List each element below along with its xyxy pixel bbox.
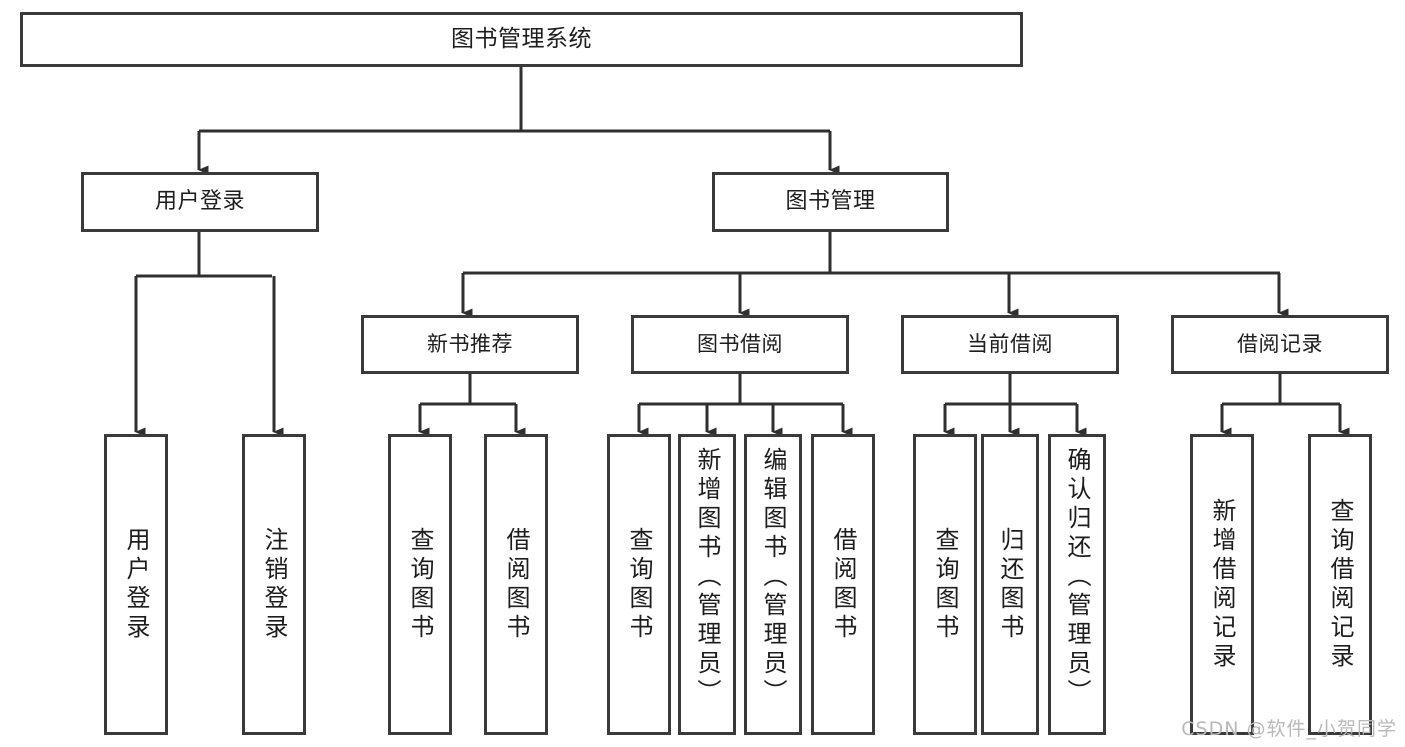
node-new-book-rec[interactable]: 新书推荐: [361, 315, 579, 374]
node-book-manage-label: 图书管理: [785, 189, 876, 215]
node-root[interactable]: 图书管理系统: [20, 12, 1023, 67]
node-leaf-query-book-2-label: 查询图书: [625, 526, 653, 643]
node-leaf-borrow-book-1-label: 借阅图书: [502, 526, 530, 643]
node-leaf-add-book[interactable]: 新增图书（管理员）: [678, 434, 736, 735]
node-current-borrow-label: 当前借阅: [967, 332, 1053, 357]
node-leaf-query-book-3[interactable]: 查询图书: [913, 434, 977, 735]
node-book-manage[interactable]: 图书管理: [712, 172, 949, 232]
node-leaf-confirm-return-label: 确认归还（管理员）: [1063, 447, 1091, 708]
node-leaf-query-book-2[interactable]: 查询图书: [607, 434, 671, 735]
node-book-borrow-label: 图书借阅: [697, 332, 783, 357]
node-root-label: 图书管理系统: [451, 26, 592, 53]
node-leaf-add-record[interactable]: 新增借阅记录: [1190, 434, 1254, 735]
node-leaf-query-record-label: 查询借阅记录: [1326, 497, 1354, 672]
node-leaf-borrow-book-2[interactable]: 借阅图书: [811, 434, 875, 735]
node-leaf-add-record-label: 新增借阅记录: [1208, 497, 1236, 672]
node-leaf-query-book-3-label: 查询图书: [931, 526, 959, 643]
node-leaf-confirm-return[interactable]: 确认归还（管理员）: [1048, 434, 1106, 735]
node-leaf-return-book[interactable]: 归还图书: [981, 434, 1039, 735]
node-leaf-query-book-1[interactable]: 查询图书: [388, 434, 452, 735]
watermark-text: CSDN @软件_小贺同学: [1181, 718, 1397, 740]
node-borrow-record[interactable]: 借阅记录: [1171, 315, 1389, 374]
node-leaf-edit-book-label: 编辑图书（管理员）: [759, 447, 787, 708]
node-leaf-user-login[interactable]: 用户登录: [104, 434, 168, 735]
node-leaf-user-login-label: 用户登录: [122, 526, 150, 643]
node-leaf-query-book-1-label: 查询图书: [406, 526, 434, 643]
node-leaf-edit-book[interactable]: 编辑图书（管理员）: [744, 434, 802, 735]
node-user-login-label: 用户登录: [154, 189, 245, 215]
node-borrow-record-label: 借阅记录: [1237, 332, 1323, 357]
node-leaf-return-book-label: 归还图书: [996, 526, 1024, 643]
node-current-borrow[interactable]: 当前借阅: [901, 315, 1119, 374]
node-leaf-borrow-book-1[interactable]: 借阅图书: [484, 434, 548, 735]
node-book-borrow[interactable]: 图书借阅: [631, 315, 849, 374]
node-new-book-rec-label: 新书推荐: [427, 332, 513, 357]
node-user-login[interactable]: 用户登录: [81, 172, 319, 232]
node-leaf-user-logout-label: 注销登录: [260, 526, 288, 643]
node-leaf-query-record[interactable]: 查询借阅记录: [1308, 434, 1372, 735]
node-leaf-add-book-label: 新增图书（管理员）: [693, 447, 721, 708]
node-leaf-user-logout[interactable]: 注销登录: [242, 434, 306, 735]
node-leaf-borrow-book-2-label: 借阅图书: [829, 526, 857, 643]
